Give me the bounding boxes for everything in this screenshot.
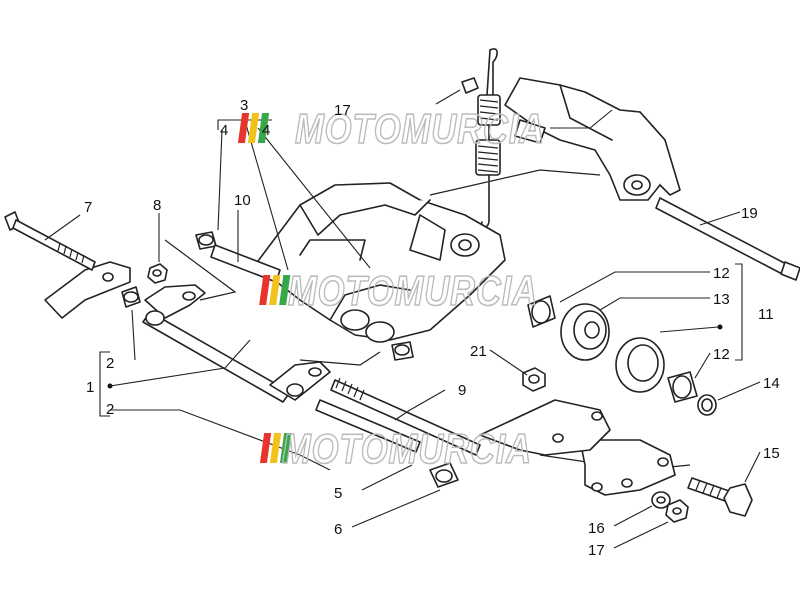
watermark-flag-yellow [247, 113, 260, 143]
callout-1: 1 [86, 379, 94, 396]
watermark-flag-yellow [269, 275, 281, 305]
callout-12-lower: 12 [713, 346, 730, 363]
watermark-flag-red [259, 433, 272, 463]
leader-lines [44, 89, 761, 549]
washer-16 [651, 491, 671, 509]
callout-19: 19 [741, 205, 758, 222]
roller-bearing-13 [560, 303, 610, 361]
callout-2-lower: 2 [106, 401, 114, 418]
pin-5 [315, 399, 421, 453]
callout-2-upper: 2 [106, 355, 114, 372]
bearing-11 [615, 337, 665, 393]
callout-12-upper: 12 [713, 265, 730, 282]
bearing-12-lower [667, 371, 698, 403]
bolt-9 [330, 377, 481, 456]
callout-5: 5 [334, 485, 342, 502]
circlip-14 [697, 394, 717, 416]
callout-6: 6 [334, 521, 342, 538]
watermark-text: MOTOMURCIA [295, 105, 545, 152]
spacer-2 [121, 286, 141, 308]
watermark-flag-red [237, 113, 250, 143]
callout-14: 14 [763, 375, 780, 392]
nut-21 [522, 367, 546, 392]
bushings [195, 231, 414, 361]
bearing-12-upper [527, 295, 556, 328]
watermark-flag-green [257, 113, 270, 143]
callout-21: 21 [470, 343, 487, 360]
callout-4-right: 4 [262, 122, 270, 139]
bolt-15 [687, 477, 753, 517]
watermark-bottom: MOTOMURCIA [259, 424, 532, 473]
watermark-flag-green [279, 433, 292, 463]
watermark-text: MOTOMURCIA [282, 425, 532, 472]
callout-9: 9 [458, 382, 466, 399]
callout-labels: 7 8 10 3 4 4 17 2 1 2 9 5 6 21 12 13 11 … [84, 97, 780, 559]
callout-15: 15 [763, 445, 780, 462]
swing-arm-body [254, 182, 506, 343]
watermark-flag-red [259, 275, 271, 305]
callout-8: 8 [153, 197, 161, 214]
nut-8 [147, 263, 168, 284]
watermark-flag-yellow [269, 433, 282, 463]
callout-11: 11 [758, 306, 774, 323]
bush-6 [429, 462, 459, 488]
watermark-middle: MOTOMURCIA [259, 266, 538, 315]
return-spring [461, 48, 501, 228]
watermark-text: MOTOMURCIA [288, 267, 538, 314]
callout-4-left: 4 [220, 122, 228, 139]
callout-3: 3 [240, 97, 248, 114]
callout-17-top: 17 [334, 102, 351, 119]
callout-13: 13 [713, 291, 730, 308]
callout-16: 16 [588, 520, 605, 537]
callout-17-bottom: 17 [588, 542, 605, 559]
lower-bracket [479, 399, 676, 496]
callout-10: 10 [234, 192, 251, 209]
left-pivot-plate [44, 261, 131, 319]
nut-17-lower [665, 499, 689, 523]
long-bolt-7 [4, 211, 96, 271]
watermark-flag-green [279, 275, 291, 305]
watermark-top: MOTOMURCIA [237, 104, 545, 153]
engine-mount-bracket [504, 77, 681, 201]
callout-7: 7 [84, 199, 92, 216]
shaft-bracket-1 [142, 284, 331, 403]
long-bolt-19 [655, 197, 800, 281]
